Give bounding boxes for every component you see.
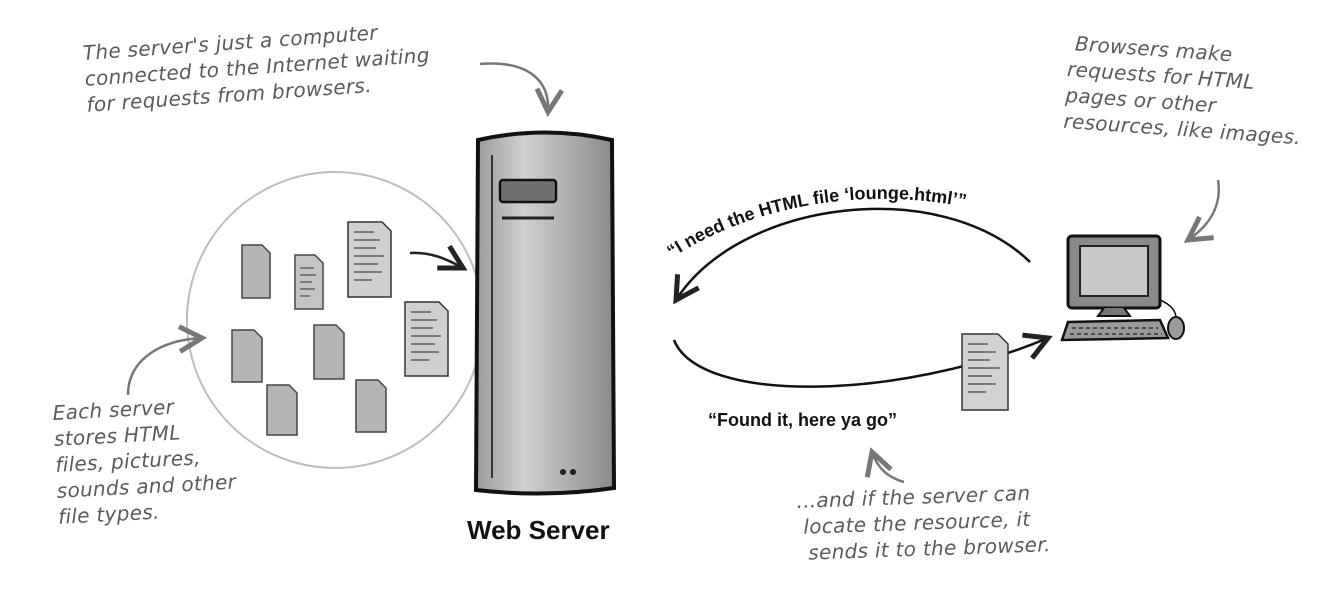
document-icon — [404, 301, 449, 377]
request-arrow — [676, 207, 1031, 300]
document-icon — [231, 329, 263, 383]
document-icon — [355, 379, 387, 433]
server-tower-icon — [473, 130, 617, 496]
storage-note: Each server stores HTML files, pictures,… — [52, 391, 238, 530]
computer-monitor-icon — [1066, 234, 1162, 317]
response-note-arrow — [872, 452, 905, 484]
document-icon — [961, 333, 1009, 411]
mouse-icon — [1159, 299, 1185, 340]
browser-note: Browsers make requests for HTML pages or… — [1063, 30, 1308, 150]
browser-note-arrow — [1188, 179, 1220, 240]
response-note: ...and if the server can locate the reso… — [796, 479, 1051, 566]
document-icon — [294, 254, 324, 310]
keyboard-icon — [1060, 318, 1170, 342]
request-speech: “I need the HTML file ‘lounge.html’” — [663, 183, 968, 261]
document-icon — [266, 384, 298, 436]
document-icon — [241, 244, 271, 299]
document-icon — [313, 324, 345, 380]
server-label: Web Server — [467, 515, 610, 545]
storage-note-arrow — [126, 338, 202, 396]
store-arrow — [409, 253, 463, 268]
response-speech: “Found it, here ya go” — [708, 410, 898, 430]
server-note-arrow — [479, 62, 548, 112]
document-icon — [347, 221, 392, 298]
